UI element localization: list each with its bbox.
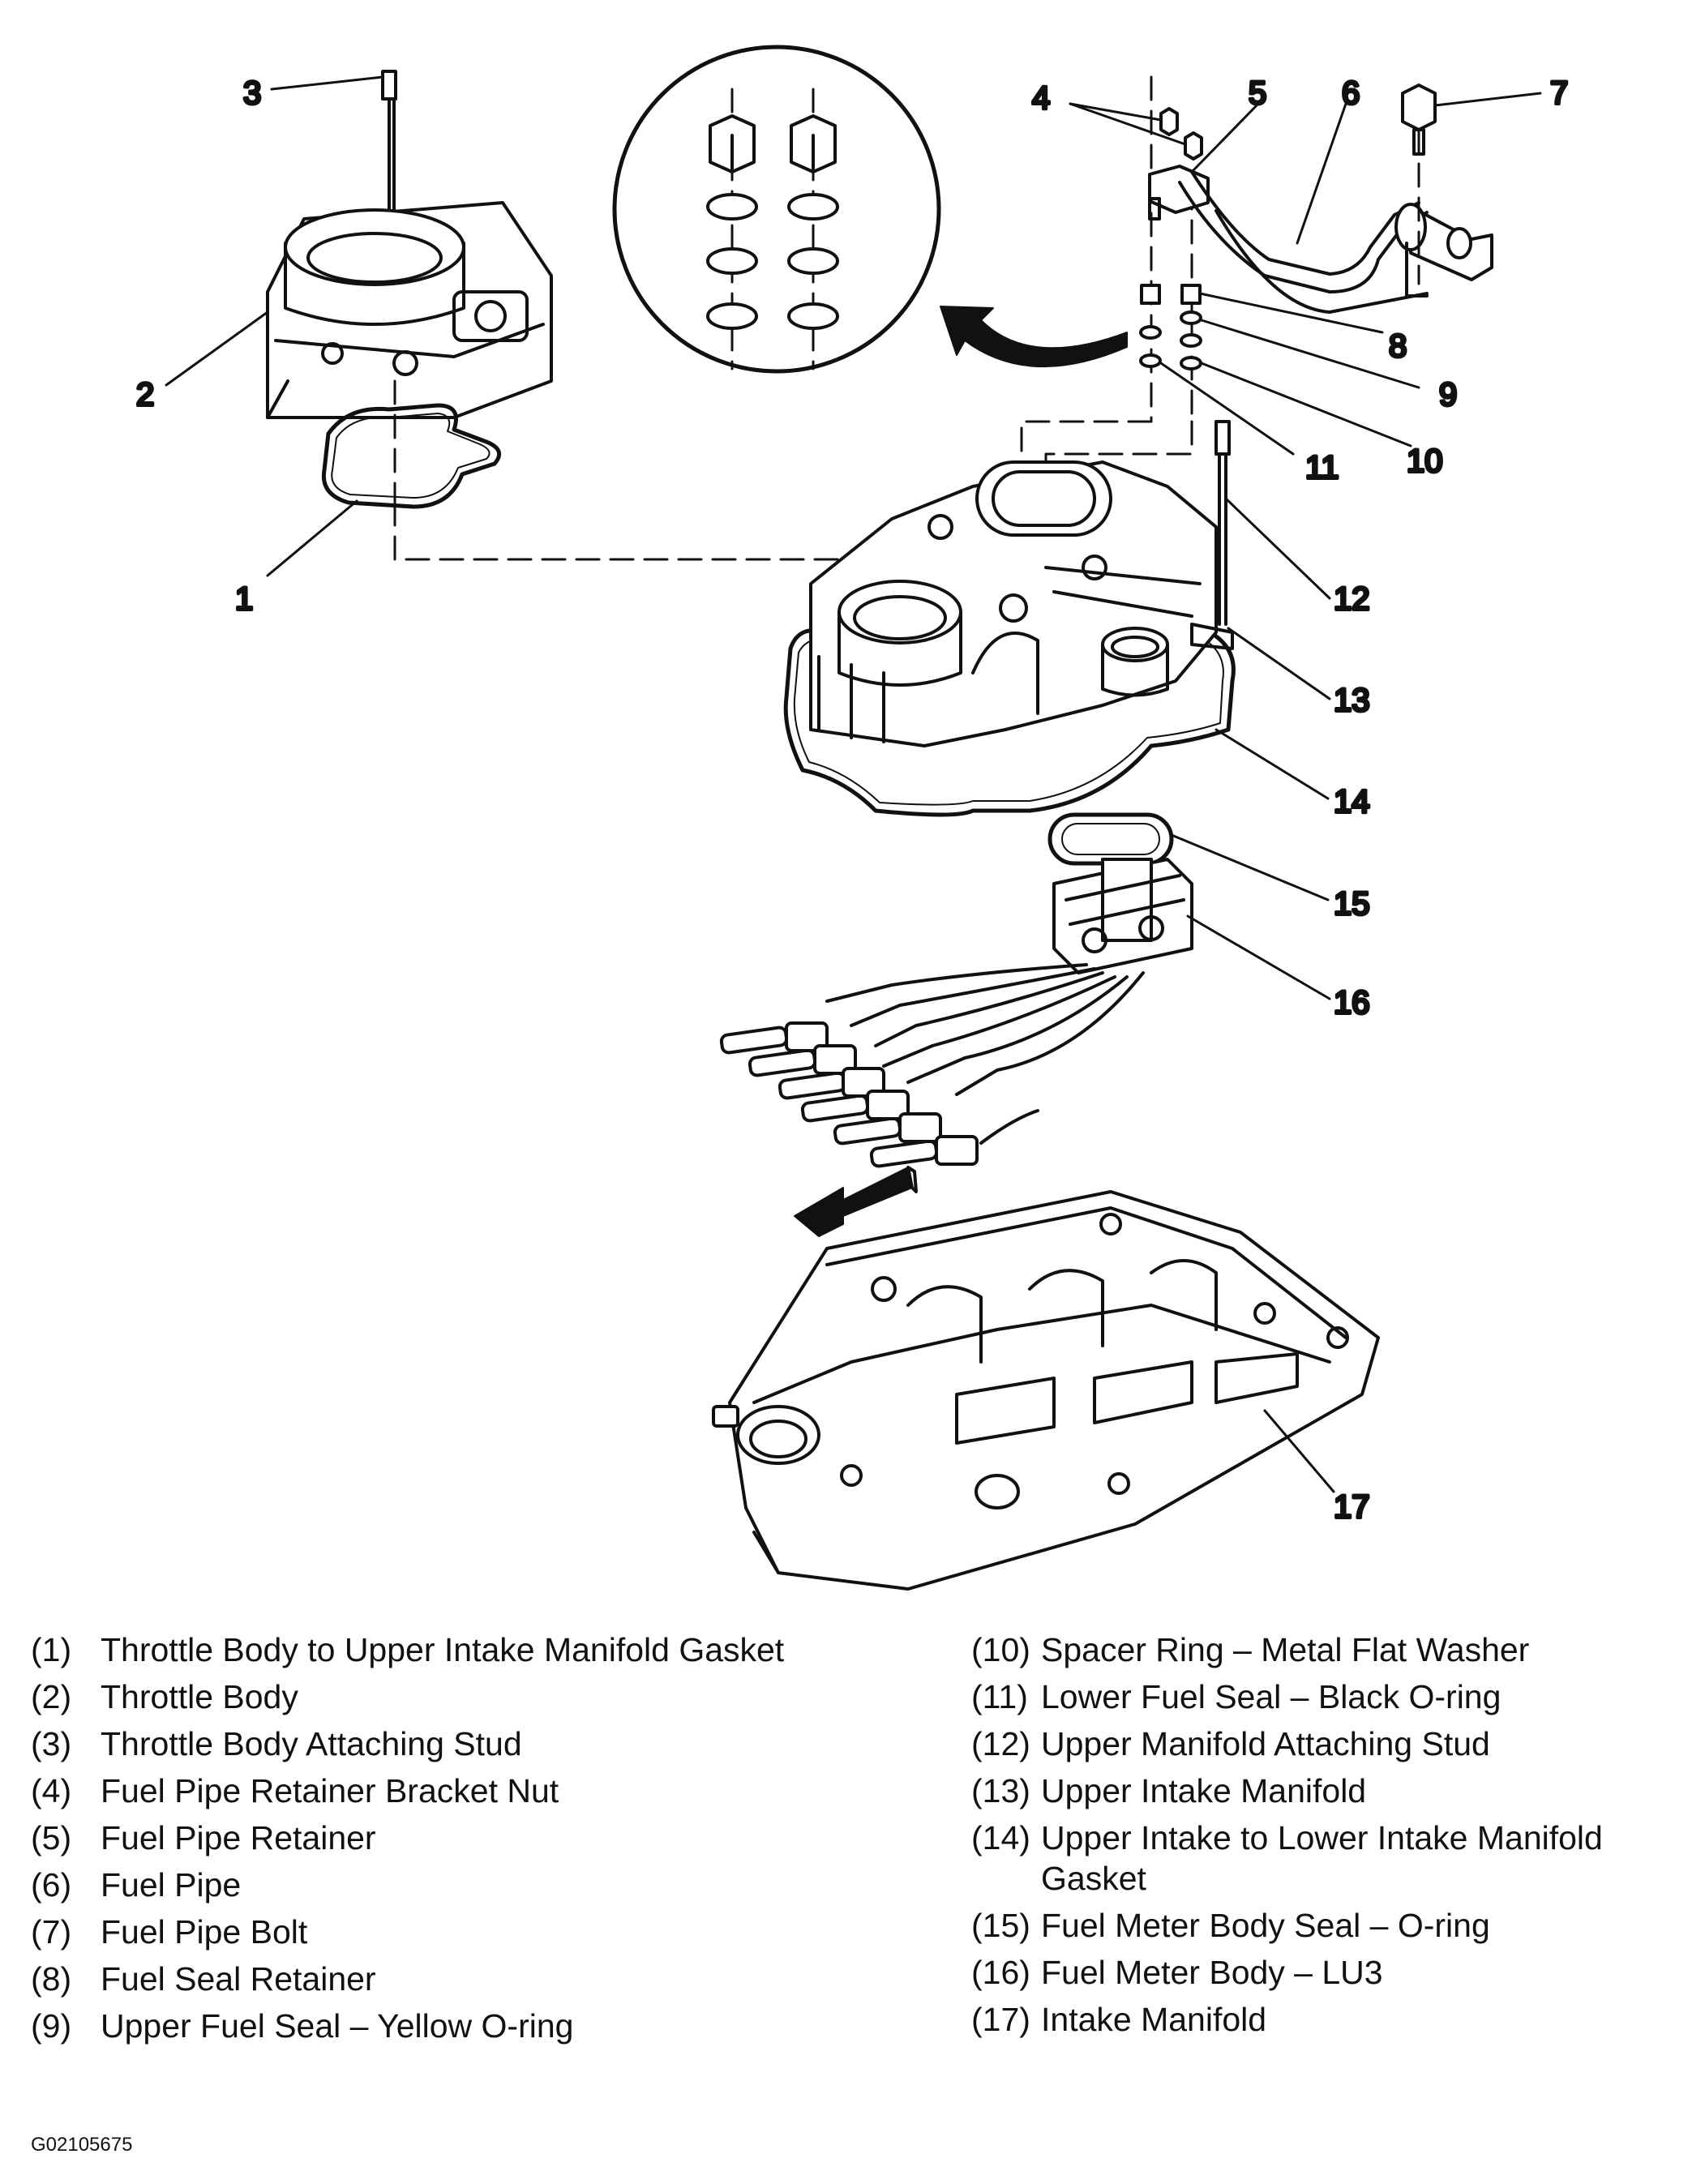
callout-6: 6	[1342, 75, 1360, 111]
legend-text: Fuel Pipe	[101, 1866, 242, 1904]
legend-text: Throttle Body	[101, 1678, 298, 1715]
legend-number: (1)	[31, 1631, 72, 1668]
upper-intake-manifold	[809, 460, 1234, 747]
legend-number: (14)	[971, 1819, 1030, 1856]
legend-number: (8)	[31, 1960, 72, 1998]
legend-left-column: (1) Throttle Body to Upper Intake Manifol…	[31, 1629, 890, 2053]
legend-text: Intake Manifold	[1041, 2001, 1267, 2038]
legend-item: (6) Fuel Pipe	[31, 1865, 890, 1905]
fuel-pipe	[1178, 170, 1493, 314]
fuel-pipe-bolt	[1401, 84, 1437, 285]
callout-15: 15	[1334, 886, 1370, 922]
seal-detail-circle	[612, 45, 941, 374]
legend-text: Upper Fuel Seal – Yellow O-ring	[101, 2007, 574, 2045]
legend-number: (9)	[31, 2007, 72, 2045]
legend-number: (3)	[31, 1725, 72, 1762]
callout-5: 5	[1249, 75, 1266, 111]
front-direction-arrow	[794, 1167, 913, 1237]
legend-text: Fuel Meter Body Seal – O-ring	[1041, 1907, 1490, 1944]
legend-item: (2) Throttle Body	[31, 1677, 890, 1717]
legend-text: Throttle Body Attaching Stud	[101, 1725, 522, 1762]
lower-intake-manifold	[712, 1190, 1380, 1591]
legend-number: (5)	[31, 1819, 72, 1856]
callout-13: 13	[1334, 683, 1370, 718]
callout-8: 8	[1389, 328, 1407, 364]
legend-text: Lower Fuel Seal – Black O-ring	[1041, 1678, 1502, 1715]
legend-item: (16) Fuel Meter Body – LU3	[971, 1952, 1685, 1993]
throttle-body-stud	[381, 70, 397, 221]
legend-number: (10)	[971, 1631, 1030, 1668]
leader-lines	[165, 75, 1542, 1493]
legend-number: (11)	[971, 1678, 1028, 1715]
legend-number: (7)	[31, 1913, 72, 1951]
legend-item: (3) Throttle Body Attaching Stud	[31, 1724, 890, 1764]
upper-intake-gasket	[783, 622, 1236, 817]
callout-12: 12	[1334, 581, 1370, 617]
legend-text: Fuel Pipe Retainer Bracket Nut	[101, 1772, 559, 1809]
legend-item: (4) Fuel Pipe Retainer Bracket Nut	[31, 1771, 890, 1811]
throttle-body	[266, 201, 553, 419]
legend-text: Fuel Pipe Retainer	[101, 1819, 376, 1856]
legend-number: (12)	[971, 1725, 1030, 1762]
legend-item: (10) Spacer Ring – Metal Flat Washer	[971, 1629, 1685, 1670]
legend-item: (8) Fuel Seal Retainer	[31, 1959, 890, 1999]
legend-number: (16)	[971, 1954, 1030, 1991]
exploded-diagram: 3 2 1 4 5 6 7 8 9 10 11 12 13 14 15 16 1…	[135, 45, 1570, 1591]
legend-item: (11) Lower Fuel Seal – Black O-ring	[971, 1677, 1685, 1717]
legend-number: (15)	[971, 1907, 1030, 1944]
legend-item: (15) Fuel Meter Body Seal – O-ring	[971, 1905, 1685, 1946]
legend-number: (13)	[971, 1772, 1030, 1809]
callout-14: 14	[1334, 784, 1370, 820]
figure-id: G02105675	[31, 2134, 133, 2156]
legend-item: (17) Intake Manifold	[971, 1999, 1685, 2040]
legend-item: (13) Upper Intake Manifold	[971, 1771, 1685, 1811]
callout-10: 10	[1407, 443, 1443, 479]
callout-3: 3	[243, 75, 261, 111]
legend-number: (6)	[31, 1866, 72, 1904]
callout-9: 9	[1439, 377, 1457, 413]
legend-item: (14) Upper Intake to Lower Intake Manifol…	[971, 1818, 1685, 1899]
legend-right-column: (10) Spacer Ring – Metal Flat Washer (11)…	[971, 1629, 1685, 2046]
legend-number: (4)	[31, 1772, 72, 1809]
upper-manifold-stud	[1214, 420, 1231, 626]
legend-item: (7) Fuel Pipe Bolt	[31, 1912, 890, 1952]
callout-2: 2	[136, 377, 154, 413]
legend-text: Fuel Meter Body – LU3	[1041, 1954, 1383, 1991]
legend-text: Fuel Seal Retainer	[101, 1960, 376, 1998]
callout-4: 4	[1032, 80, 1050, 116]
legend-item: (12) Upper Manifold Attaching Stud	[971, 1724, 1685, 1764]
legend-text: Upper Intake to Lower Intake Manifold Ga…	[1041, 1819, 1603, 1897]
legend-text: Upper Intake Manifold	[1041, 1772, 1367, 1809]
legend-number: (2)	[31, 1678, 72, 1715]
callout-11: 11	[1305, 450, 1339, 486]
legend-item: (5) Fuel Pipe Retainer	[31, 1818, 890, 1858]
throttle-body-gasket	[321, 403, 502, 509]
callout-16: 16	[1334, 985, 1370, 1021]
fuel-pipe-retainer	[1148, 107, 1210, 221]
fuel-meter-seal	[1047, 812, 1174, 866]
detail-arrow	[940, 306, 1128, 368]
callout-1: 1	[235, 581, 253, 617]
callout-7: 7	[1550, 75, 1568, 111]
legend-item: (1) Throttle Body to Upper Intake Manifol…	[31, 1629, 890, 1670]
legend-text: Spacer Ring – Metal Flat Washer	[1041, 1631, 1530, 1668]
callout-17: 17	[1334, 1489, 1370, 1525]
legend-text: Upper Manifold Attaching Stud	[1041, 1725, 1490, 1762]
legend-item: (9) Upper Fuel Seal – Yellow O-ring	[31, 2006, 890, 2046]
legend-number: (17)	[971, 2001, 1030, 2038]
legend-text: Throttle Body to Upper Intake Manifold G…	[101, 1631, 785, 1668]
fuel-meter-body	[719, 858, 1193, 1168]
legend-text: Fuel Pipe Bolt	[101, 1913, 308, 1951]
